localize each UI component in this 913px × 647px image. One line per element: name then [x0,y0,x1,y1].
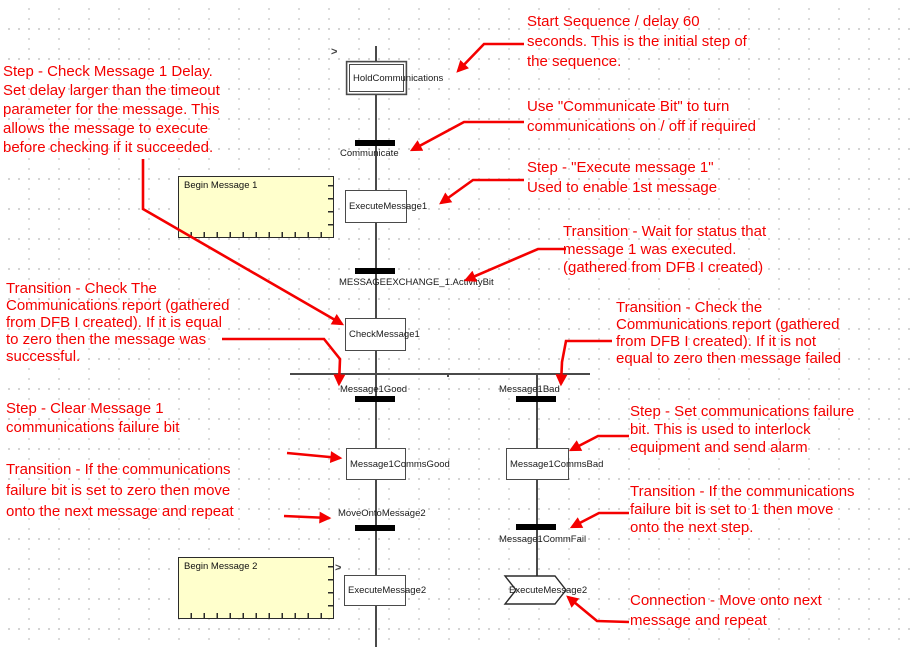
link-line [536,530,538,576]
step-message1commsbad[interactable]: Message1CommsBad [506,448,603,480]
link-line [536,373,538,396]
transition-bar-commfail[interactable] [516,524,556,530]
link-line [375,402,377,448]
comment-text: Begin Message 2 [184,561,258,572]
link-line [375,46,377,61]
link-line [375,223,377,268]
transition-bar-communicate[interactable] [355,140,395,146]
arrow-to-executemessage1 [439,178,524,205]
link-line [536,480,538,524]
arrow-to-moveontomessage2 [283,511,332,524]
transition-bar-message1good[interactable] [355,396,395,402]
divergence-line [290,373,590,375]
step-label: ExecuteMessage2 [348,585,427,596]
comment-border-ticks [179,232,333,237]
arrow-to-holdcommunications [456,42,524,73]
comment-border-ticks [328,558,333,618]
transition-label-communicate: Communicate [340,148,399,159]
transition-bar-moveonto2[interactable] [355,525,395,531]
transition-label-activity: MESSAGEEXCHANGE_1.ActivityBit [339,277,494,288]
step-label: Message1CommsGood [350,458,450,470]
link-line [375,606,377,647]
note-check-delay: Step - Check Message 1 Delay.Set delay l… [3,63,220,156]
transition-label-moveonto2: MoveOntoMessage2 [338,508,426,519]
step-label: HoldCommunications [353,72,444,84]
transition-bar-activity[interactable] [355,268,395,274]
link-line [536,402,538,448]
link-line [375,94,377,140]
transition-bar-message1bad[interactable] [516,396,556,402]
transition-label-commfail: Message1CommFail [499,534,587,545]
step-holdcommunications[interactable]: HoldCommunications [349,64,443,92]
step-label: ExecuteMessage1 [349,201,428,212]
comment-border-ticks [328,177,333,237]
link-line [375,146,377,190]
branch-marker-execute2: > [335,562,342,574]
step-executemessage2[interactable]: ExecuteMessage2 [344,575,426,606]
link-line [375,274,377,318]
branch-marker-top: > [331,46,338,58]
divergence-tick [447,373,449,377]
step-label: CheckMessage1 [349,329,420,340]
arrow-to-message1commsbad [568,434,629,452]
note-execute-message-1: Step - "Execute message 1"Used to enable… [527,159,718,196]
arrow-to-message1good [222,337,346,387]
step-executemessage1[interactable]: ExecuteMessage1 [345,190,427,223]
step-label: Message1CommsBad [510,458,604,470]
comment-begin-message-1[interactable]: Begin Message 1 [178,176,334,238]
arrow-to-message1commsgood [286,451,343,464]
comment-text: Begin Message 1 [184,180,258,191]
link-line [375,531,377,575]
step-message1commsgood[interactable]: Message1CommsGood [346,448,450,480]
arrow-to-communicate [409,120,524,152]
transition-label-message1good: Message1Good [340,384,408,395]
step-checkmessage1[interactable]: CheckMessage1 [345,318,420,351]
link-line [375,480,377,525]
jump-label-executemessage2[interactable]: ExecuteMessage2 [509,585,588,596]
arrow-to-message1commfail [569,511,629,529]
arrow-to-message1bad [555,339,612,387]
transition-label-message1bad: Message1Bad [499,384,560,395]
comment-border-ticks [179,613,333,618]
arrow-to-activitybit [463,247,566,282]
arrow-to-jump-executemessage2 [566,595,630,624]
comment-begin-message-2[interactable]: Begin Message 2 [178,557,334,619]
